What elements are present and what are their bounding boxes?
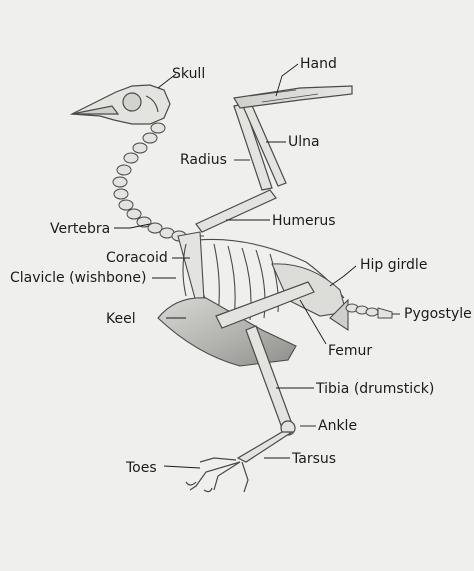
label-femur: Femur	[328, 343, 373, 359]
label-clavicle: Clavicle (wishbone)	[10, 270, 147, 286]
label-vertebra: Vertebra	[50, 221, 111, 237]
leg-bones	[185, 281, 315, 493]
leader-skull	[157, 73, 177, 89]
label-keel: Keel	[106, 311, 136, 327]
keel-bone	[157, 297, 297, 367]
skull-bone	[69, 84, 171, 125]
leader-vertebra	[114, 223, 151, 229]
leader-hip-girdle	[329, 265, 357, 287]
label-coracoid: Coracoid	[106, 250, 168, 266]
label-tarsus: Tarsus	[292, 451, 337, 467]
shoulder-bones	[177, 231, 205, 303]
label-radius: Radius	[180, 152, 227, 168]
leader-toes	[163, 465, 201, 469]
label-humerus: Humerus	[272, 213, 336, 229]
leader-hand	[275, 63, 299, 97]
label-ankle: Ankle	[318, 418, 358, 434]
tail-vertebrae	[345, 303, 393, 319]
wing-bones	[195, 85, 353, 233]
label-ulna: Ulna	[288, 134, 320, 150]
label-pygostyle: Pygostyle	[404, 306, 472, 322]
label-hip-girdle: Hip girdle	[360, 257, 428, 273]
label-tibia: Tibia (drumstick)	[316, 381, 435, 397]
label-toes: Toes	[126, 460, 157, 476]
neck-vertebrae	[112, 122, 187, 242]
leader-lines	[114, 63, 400, 469]
label-hand: Hand	[300, 56, 337, 72]
label-skull: Skull	[172, 66, 206, 82]
leader-femur	[299, 299, 327, 345]
